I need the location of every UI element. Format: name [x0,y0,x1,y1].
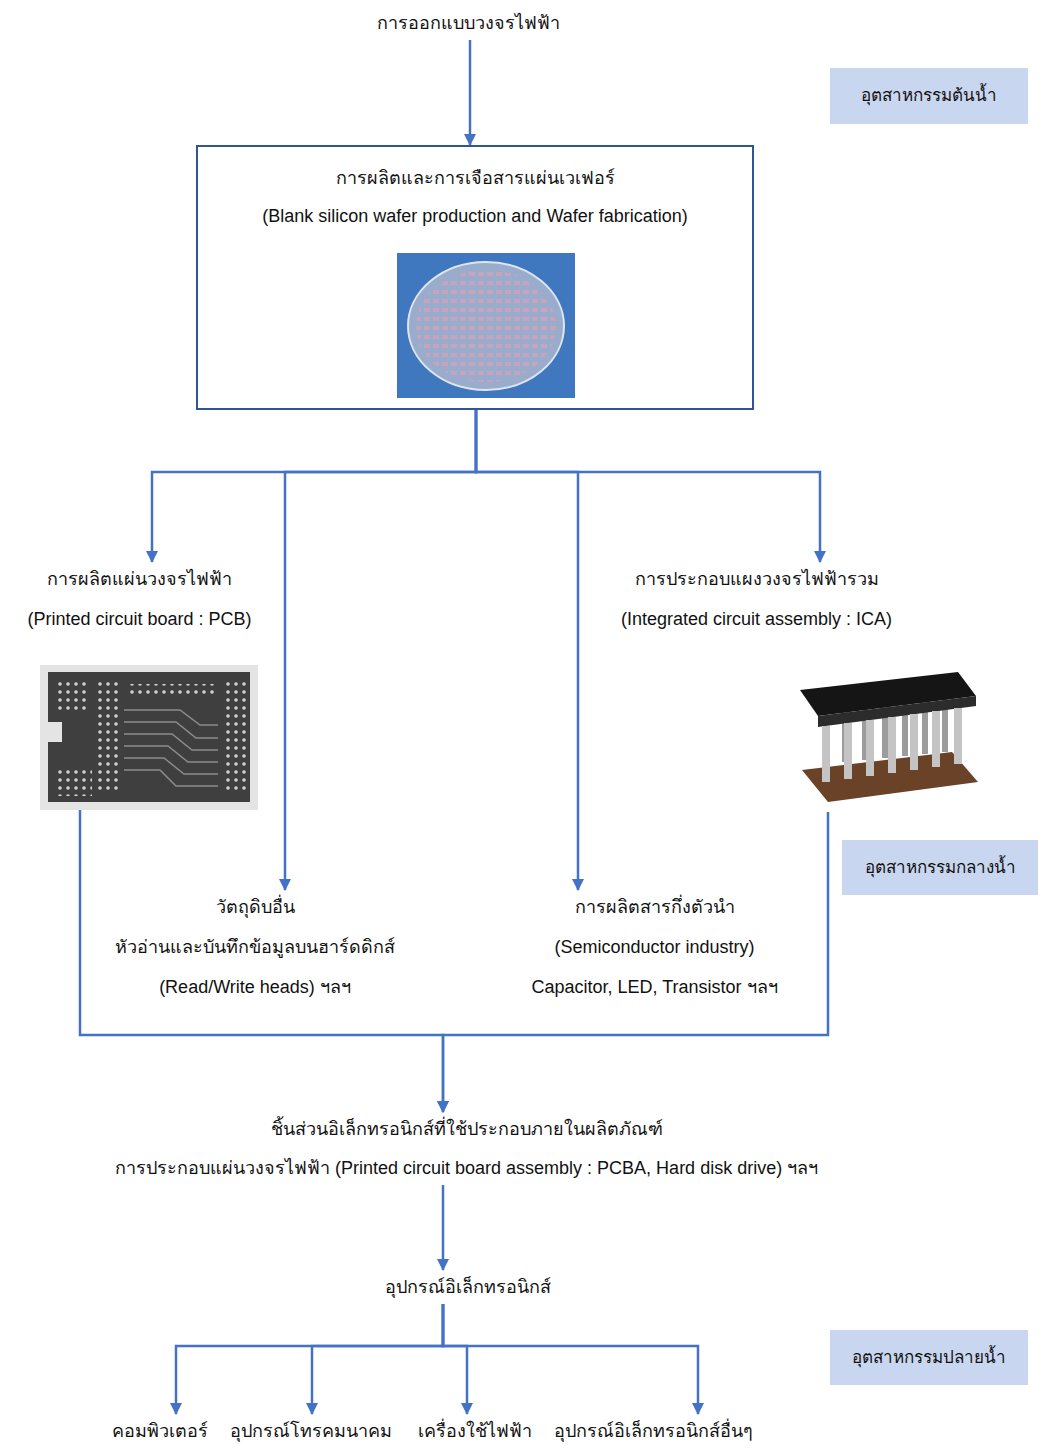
process-box: การผลิตและการเจือสารแผ่นเวเฟอร์ (Blank si… [196,145,754,410]
text-group: การผลิตและการเจือสารแผ่นเวเฟอร์ (Blank si… [262,167,688,227]
flow-step: การผลิตแผ่นวงจรไฟฟ้า (Printed circuit boa… [22,562,259,810]
text-group: การผลิตแผ่นวงจรไฟฟ้า (Printed circuit boa… [28,568,252,630]
text-group: ชิ้นส่วนอิเล็กทรอนิกส์ที่ใช้ประกอบภายในผ… [115,1118,818,1179]
text-group: การผลิตสารกึ่งตัวนำ (Semiconductor indust… [532,896,778,998]
flow-arrow [469,40,472,145]
flow-arrow [152,410,476,562]
flow-arrow [285,410,476,890]
node-text: คอมพิวเตอร์ [112,1420,208,1442]
wafer-photo [397,253,575,398]
text-group: อุตสาหกรรมกลางน้ำ [865,857,1016,879]
text-group: เครื่องใช้ไฟฟ้า [418,1420,532,1442]
tier-tag: อุตสาหกรรมกลางน้ำ [842,840,1038,895]
flow-step: อุปกรณ์อิเล็กทรอนิกส์ [379,1270,557,1304]
text-group: อุปกรณ์โทรคมนาคม [230,1420,392,1442]
node-text: อุตสาหกรรมต้นน้ำ [861,85,997,107]
node-text: (Blank silicon wafer production and Wafe… [262,205,688,227]
node-text: อุปกรณ์โทรคมนาคม [230,1420,392,1442]
product-item: อุปกรณ์อิเล็กทรอนิกส์อื่นๆ [548,1414,759,1448]
flow-step: ชิ้นส่วนอิเล็กทรอนิกส์ที่ใช้ประกอบภายในผ… [109,1112,825,1185]
product-item: คอมพิวเตอร์ [106,1414,214,1448]
product-item: อุปกรณ์โทรคมนาคม [224,1414,398,1448]
flow-arrow [443,812,828,1112]
flow-step: การผลิตสารกึ่งตัวนำ (Semiconductor indust… [526,890,785,1004]
product-item: เครื่องใช้ไฟฟ้า [412,1414,538,1448]
ic-chip-photo [778,662,986,812]
tier-tag: อุตสาหกรรมต้นน้ำ [830,68,1028,124]
text-group: อุตสาหกรรมต้นน้ำ [861,85,997,107]
node-text: อุตสาหกรรมกลางน้ำ [865,857,1016,879]
node-text: ชิ้นส่วนอิเล็กทรอนิกส์ที่ใช้ประกอบภายในผ… [115,1118,818,1140]
text-group: การประกอบแผงวงจรไฟฟ้ารวม (Integrated circ… [621,568,892,630]
tier-tag: อุตสาหกรรมปลายน้ำ [830,1330,1028,1385]
node-text: การประกอบแผงวงจรไฟฟ้ารวม [621,568,892,590]
node-text: อุตสาหกรรมปลายน้ำ [852,1347,1006,1369]
flow-arrow [476,410,820,562]
node-text: การผลิตและการเจือสารแผ่นเวเฟอร์ [262,167,688,189]
pcb-photo [40,665,258,810]
node-text: การผลิตสารกึ่งตัวนำ [532,896,778,918]
node-text: อุปกรณ์อิเล็กทรอนิกส์ [385,1276,551,1298]
node-text: หัวอ่านและบันทึกข้อมูลบนฮาร์ดดิกส์ [115,936,395,958]
flow-arrow [443,1304,467,1414]
flow-arrow [476,410,578,890]
node-text: การออกแบบวงจรไฟฟ้า [377,12,560,34]
node-text: การประกอบแผ่นวงจรไฟฟ้า (Printed circuit … [115,1157,818,1179]
node-text: วัตถุดิบอื่น [115,896,395,918]
flow-arrow [80,810,443,1112]
text-group: อุปกรณ์อิเล็กทรอนิกส์อื่นๆ [554,1420,753,1442]
node-text: (Semiconductor industry) [532,936,778,958]
flow-arrow [176,1304,443,1414]
text-group: การออกแบบวงจรไฟฟ้า [377,12,560,34]
text-group: คอมพิวเตอร์ [112,1420,208,1442]
flow-step: การออกแบบวงจรไฟฟ้า [371,6,566,40]
node-text: การผลิตแผ่นวงจรไฟฟ้า [28,568,252,590]
text-group: วัตถุดิบอื่นหัวอ่านและบันทึกข้อมูลบนฮาร์… [115,896,395,998]
flow-arrow [442,1185,445,1270]
flow-arrow [312,1304,443,1414]
node-text: อุปกรณ์อิเล็กทรอนิกส์อื่นๆ [554,1420,753,1442]
node-text: Capacitor, LED, Transistor ฯลฯ [532,976,778,998]
node-text: (Printed circuit board : PCB) [28,608,252,630]
flow-step: วัตถุดิบอื่นหัวอ่านและบันทึกข้อมูลบนฮาร์… [109,890,401,1004]
flow-step: การประกอบแผงวงจรไฟฟ้ารวม (Integrated circ… [615,562,986,812]
text-group: อุปกรณ์อิเล็กทรอนิกส์ [385,1276,551,1298]
flow-arrow [443,1304,698,1414]
node-text: (Read/Write heads) ฯลฯ [115,976,395,998]
node-text: (Integrated circuit assembly : ICA) [621,608,892,630]
text-group: อุตสาหกรรมปลายน้ำ [852,1347,1006,1369]
node-text: เครื่องใช้ไฟฟ้า [418,1420,532,1442]
